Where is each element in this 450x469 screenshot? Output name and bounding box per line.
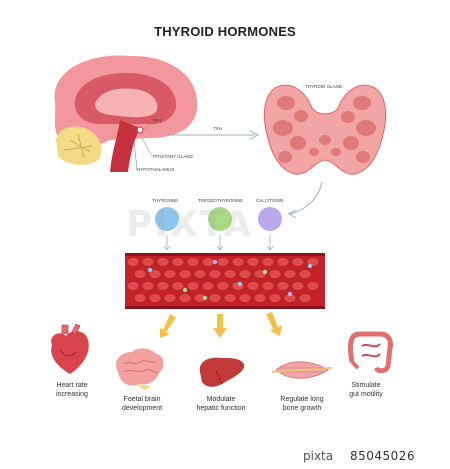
red-blood-cell bbox=[156, 257, 170, 267]
thyroid-gland-illustration bbox=[263, 84, 387, 175]
red-blood-cell bbox=[276, 281, 290, 291]
red-blood-cell bbox=[291, 281, 305, 291]
effect-label-liver: Modulate hepatic function bbox=[196, 396, 246, 412]
hormone-to-vessel-arrows bbox=[163, 235, 274, 251]
red-blood-cell bbox=[216, 257, 230, 267]
calcitonin-circle bbox=[258, 207, 282, 231]
red-blood-cell bbox=[238, 293, 252, 303]
red-blood-cell bbox=[268, 269, 282, 279]
muscle-bone-icon bbox=[271, 361, 333, 379]
hormone-molecule-dot bbox=[307, 263, 313, 269]
red-blood-cell bbox=[246, 257, 260, 267]
thyroid-to-hormone-arrow bbox=[289, 181, 323, 215]
red-blood-cell bbox=[133, 269, 147, 279]
red-blood-cell bbox=[238, 269, 252, 279]
thyroxine-label: THYROXINE bbox=[152, 198, 179, 203]
red-blood-cell bbox=[186, 281, 200, 291]
red-blood-cell bbox=[126, 281, 140, 291]
effect-label-brain: Foetal brain development bbox=[121, 396, 163, 412]
red-blood-cell bbox=[171, 281, 185, 291]
curved-arrow-head bbox=[287, 209, 297, 219]
footer-bar: pixta 85045026 bbox=[0, 443, 450, 469]
red-blood-cell bbox=[246, 281, 260, 291]
effect-label-bone: Regulate long bone growth bbox=[280, 396, 324, 412]
red-blood-cell bbox=[141, 281, 155, 291]
red-blood-cell bbox=[126, 257, 140, 267]
page-title: THYROID HORMONES bbox=[154, 24, 296, 39]
hormone-molecule-dot bbox=[262, 269, 268, 275]
hypothalamus-label: HYPOTHALAMUS bbox=[137, 167, 175, 172]
red-blood-cell bbox=[276, 257, 290, 267]
red-blood-cell bbox=[216, 281, 230, 291]
red-blood-cell bbox=[148, 269, 162, 279]
hormone-molecule-dot bbox=[147, 267, 153, 273]
red-blood-cell bbox=[268, 293, 282, 303]
blood-vessel bbox=[125, 253, 325, 309]
thyroid-gland-label: THYROID GLAND bbox=[305, 84, 343, 89]
effect-label-gut: Stimulate gut motility bbox=[349, 382, 383, 398]
red-blood-cell bbox=[163, 269, 177, 279]
red-blood-cell bbox=[306, 281, 320, 291]
red-blood-cell bbox=[231, 257, 245, 267]
calcitonin-label: CALCITONIN bbox=[256, 198, 284, 203]
hormone-molecule-dot bbox=[237, 281, 243, 287]
red-blood-cell bbox=[148, 293, 162, 303]
watermark: PIXTA bbox=[126, 204, 254, 245]
brain-sagittal-illustration bbox=[54, 55, 198, 172]
footer-image-id: 85045026 bbox=[350, 449, 416, 463]
red-blood-cell bbox=[208, 269, 222, 279]
effect-arrows bbox=[160, 312, 282, 338]
triiodothyronine-label: TRIIODOTHYRONINE bbox=[198, 198, 244, 203]
tsh-arrow-label: TSH bbox=[213, 126, 222, 131]
pituitary-gland-label: PITUITARY GLAND bbox=[153, 154, 193, 159]
intestine-icon bbox=[347, 331, 393, 374]
red-blood-cell bbox=[171, 257, 185, 267]
red-blood-cell bbox=[261, 281, 275, 291]
red-blood-cell bbox=[223, 269, 237, 279]
triiodothyronine-circle bbox=[208, 207, 232, 231]
hormone-molecule-dot bbox=[212, 259, 218, 265]
footer-brand: pixta bbox=[303, 449, 334, 463]
brain-icon bbox=[115, 348, 164, 390]
red-blood-cell bbox=[261, 257, 275, 267]
red-blood-cell bbox=[223, 293, 237, 303]
tsh-arrow bbox=[165, 130, 260, 140]
hormone-molecule-dot bbox=[287, 291, 293, 297]
tsh-small-label: TSH bbox=[152, 118, 161, 123]
red-blood-cell bbox=[178, 293, 192, 303]
red-blood-cell bbox=[193, 269, 207, 279]
hormone-molecule-dot bbox=[202, 295, 208, 301]
red-blood-cell bbox=[253, 293, 267, 303]
red-blood-cell bbox=[156, 281, 170, 291]
red-blood-cell bbox=[186, 257, 200, 267]
red-blood-cell bbox=[208, 293, 222, 303]
red-blood-cell bbox=[283, 269, 297, 279]
red-blood-cell bbox=[178, 269, 192, 279]
red-blood-cell bbox=[298, 293, 312, 303]
thyroxine-circle bbox=[155, 207, 179, 231]
red-blood-cell bbox=[141, 257, 155, 267]
red-blood-cell bbox=[201, 257, 215, 267]
liver-icon bbox=[199, 357, 245, 387]
red-blood-cell bbox=[231, 281, 245, 291]
heart-icon bbox=[51, 323, 89, 374]
red-blood-cell bbox=[298, 269, 312, 279]
red-blood-cell bbox=[291, 257, 305, 267]
red-blood-cell bbox=[133, 293, 147, 303]
hormone-molecule-dot bbox=[182, 287, 188, 293]
effect-label-heart: Heart rate increasing bbox=[56, 382, 88, 398]
red-blood-cell bbox=[163, 293, 177, 303]
red-blood-cell bbox=[201, 281, 215, 291]
